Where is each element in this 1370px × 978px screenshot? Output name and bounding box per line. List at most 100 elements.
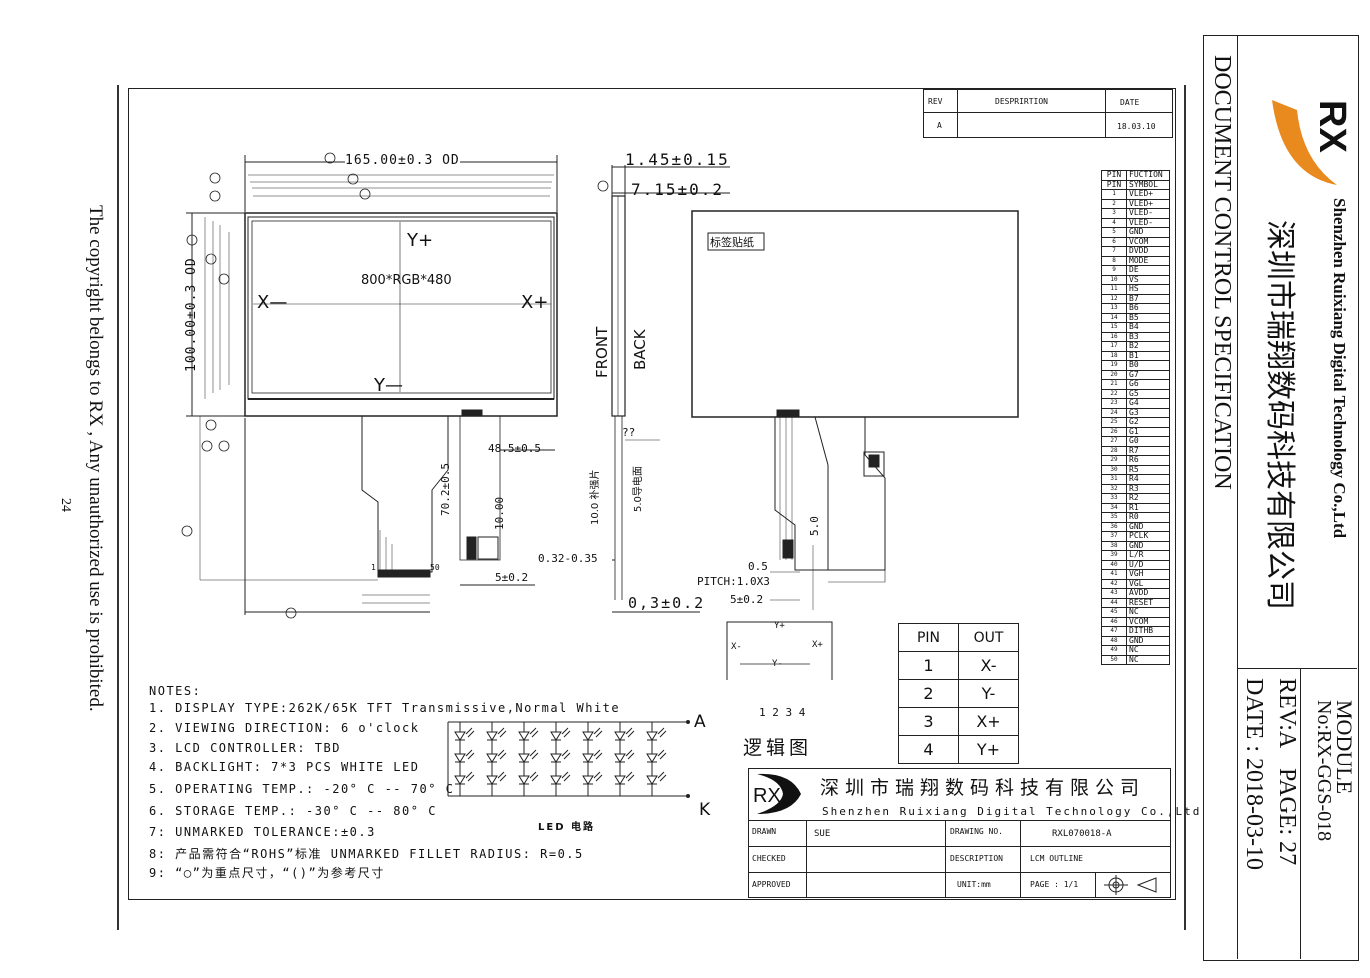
led-anode: A (694, 712, 706, 732)
led-diode-icon (518, 731, 530, 741)
spec-panel (1203, 35, 1359, 961)
approved-label: APPROVED (752, 880, 791, 889)
pin-number: 32 (1101, 483, 1127, 494)
dim-50: 5.0 (808, 516, 821, 536)
pin-number: 19 (1101, 360, 1127, 371)
page-info: PAGE: 27 (1274, 768, 1300, 866)
pin-number: 11 (1101, 284, 1127, 295)
rev-table-line (1105, 89, 1106, 137)
right-rule (1184, 85, 1186, 930)
revision-table (923, 89, 1173, 138)
description-label: DESCRIPTION (950, 854, 1003, 863)
led-diode-icon (646, 753, 658, 763)
dim-thickness: 1.45±0.15 (625, 150, 730, 169)
pin-number: 50 (1101, 654, 1127, 665)
led-diode-icon (454, 731, 466, 741)
drawing-no-label: DRAWING NO. (950, 827, 1003, 836)
pin-number: 34 (1101, 502, 1127, 513)
doc-title: DOCUMENT CONTROL SPECIFICATION (1209, 55, 1235, 490)
drawn-label: DRAWN (752, 827, 777, 836)
pin-symbol: NC (1126, 654, 1170, 665)
led-light-arrow-icon (465, 727, 475, 738)
led-light-arrow-icon (593, 749, 603, 760)
pin-symbol: R0 (1126, 512, 1170, 523)
dim-5b: 5±0.2 (730, 593, 764, 606)
description-value: LCM OUTLINE (1030, 854, 1083, 863)
rev-row-rev: A (937, 121, 942, 130)
led-diode-icon (518, 753, 530, 763)
note-item: 5. OPERATING TEMP.: -20° C -- 70° C (149, 782, 455, 796)
pin-symbol: GND (1126, 227, 1170, 238)
spec-panel-divider-h (1237, 668, 1357, 669)
title-block-logo: RX (751, 770, 817, 818)
tb-line (1095, 872, 1096, 897)
company-name-en: Shenzhen Ruixiang Digital Technology Co.… (1330, 198, 1349, 539)
touch-out: X+ (958, 707, 1019, 736)
pin-number: 3 (1101, 208, 1127, 219)
led-diode-icon (614, 753, 626, 763)
rx-logo-text: RX (1311, 100, 1352, 153)
note-item: 7: UNMARKED TOLERANCE:±0.3 (149, 825, 376, 839)
touch-pin: 3 (898, 707, 959, 736)
pin-number: 12 (1101, 293, 1127, 304)
pin-number: 4 (1101, 217, 1127, 228)
logic-pins: 1 2 3 4 (759, 706, 806, 719)
dim-032: 0.32-0.35 (538, 552, 598, 565)
rev-table-line (923, 112, 1172, 113)
pin-number: 10 (1101, 274, 1127, 285)
touch-header-pin: PIN (898, 623, 959, 652)
notes-title: NOTES: (149, 684, 202, 698)
rev-header-date: DATE (1120, 98, 1140, 107)
pin-number: 24 (1101, 407, 1127, 418)
led-diode-icon (486, 731, 498, 741)
pin-number: 20 (1101, 369, 1127, 380)
pin-number: 33 (1101, 493, 1127, 504)
logic-yplus: Y+ (774, 621, 785, 631)
led-light-arrow-icon (561, 771, 571, 782)
tb-line (945, 820, 946, 897)
led-light-arrow-icon (625, 727, 635, 738)
axis-xminus: X— (257, 292, 288, 313)
logic-caption: 逻辑图 (743, 737, 813, 759)
dim-03: 0,3±0.2 (628, 594, 706, 612)
led-light-arrow-icon (529, 749, 539, 760)
led-light-arrow-icon (657, 749, 667, 760)
touch-header-out: OUT (958, 623, 1019, 652)
title-block-company-en: Shenzhen Ruixiang Digital Technology Co.… (822, 805, 1202, 818)
led-diode-icon (454, 753, 466, 763)
pin-symbol: PCLK (1126, 531, 1170, 542)
pin-symbol: R2 (1126, 493, 1170, 504)
rev-header-desc: DESPRIRTION (995, 97, 1048, 106)
note-item: 8: 产品需符合“ROHS”标准 UNMARKED FILLET RADIUS:… (149, 847, 584, 861)
pin-symbol: R6 (1126, 455, 1170, 466)
rev-header-rev: REV (928, 97, 943, 106)
led-diode-icon (486, 775, 498, 785)
note-item: 3. LCD CONTROLLER: TBD (149, 741, 341, 755)
pin-symbol: B2 (1126, 341, 1170, 352)
pin-number: 38 (1101, 540, 1127, 551)
page-label: PAGE : 1/1 (1030, 880, 1079, 889)
pin-symbol: G4 (1126, 398, 1170, 409)
led-light-arrow-icon (593, 771, 603, 782)
pin-symbol: VGH (1126, 569, 1170, 580)
pin-number: 42 (1101, 578, 1127, 589)
led-diode-icon (454, 775, 466, 785)
axis-yplus: Y+ (407, 230, 434, 251)
led-diode-icon (582, 731, 594, 741)
led-caption: LED 电路 (538, 822, 595, 833)
led-light-arrow-icon (561, 727, 571, 738)
conductive-label: 5.0导电面 (633, 466, 644, 512)
touch-pin: 4 (898, 735, 959, 764)
led-light-arrow-icon (593, 727, 603, 738)
pin-number: 23 (1101, 398, 1127, 409)
